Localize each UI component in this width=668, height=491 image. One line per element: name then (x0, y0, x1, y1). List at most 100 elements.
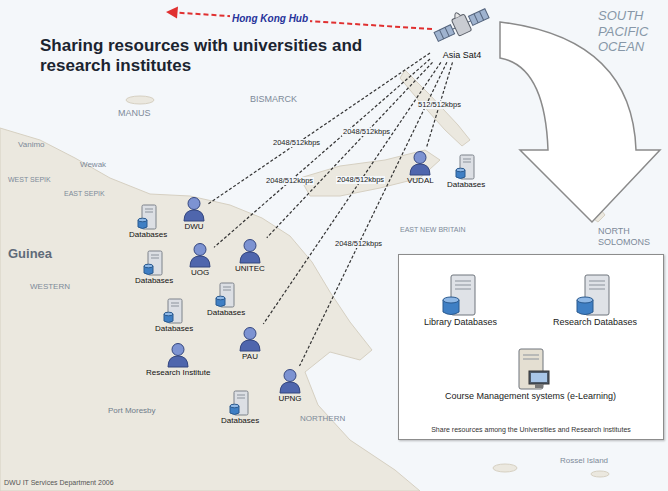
elearning-server: Course Management systems (e-Learning) (445, 347, 616, 401)
site-node: Research Institute (146, 342, 210, 377)
node-label: Databases (135, 276, 173, 285)
db-icon (137, 204, 159, 230)
node-label: Databases (129, 230, 167, 239)
bigdb-icon (575, 273, 615, 317)
db-icon (229, 390, 251, 416)
ocean-label: SOUTH PACIFIC OCEAN (598, 8, 664, 55)
person-icon (238, 326, 262, 352)
map-label: MANUS (118, 108, 151, 119)
hub-label: Hong Kong Hub (230, 13, 310, 25)
db-icon (455, 154, 477, 180)
person-icon (188, 242, 212, 268)
node-label: UNITEC (235, 264, 265, 273)
site-node: UNITEC (235, 238, 265, 273)
person-icon (408, 150, 432, 176)
node-label: PAU (242, 352, 258, 361)
map-label: Guinea (8, 246, 52, 262)
bandwidth-label: 2048/512kbps (336, 176, 385, 184)
db-icon (229, 390, 251, 416)
site-node: PAU (238, 326, 262, 361)
person-icon (166, 342, 190, 368)
satellite-link (267, 62, 433, 237)
panel-caption: Share resources among the Universities a… (403, 426, 659, 434)
map-label: WEST SEPIK (8, 176, 51, 184)
person-icon (278, 368, 302, 394)
db-icon (163, 298, 185, 324)
db-icon (163, 298, 185, 324)
db-icon (143, 250, 165, 276)
map-label: Vanimo (18, 140, 45, 150)
db-icon (215, 282, 237, 308)
node-label: Course Management systems (e-Learning) (445, 391, 616, 401)
node-label: VUDAL (407, 176, 434, 185)
sat-icon (432, 2, 492, 50)
map-label: EAST SEPIK (64, 190, 105, 198)
island (400, 70, 470, 146)
map-label: NORTHERN (300, 414, 345, 424)
node-label: Databases (207, 308, 245, 317)
satellite: Asia Sat4 (432, 2, 492, 60)
site-node: UOG (188, 242, 212, 277)
sat-icon (432, 2, 492, 50)
map-label: WESTERN (30, 282, 70, 292)
bandwidth-label: 512/512kbps (417, 101, 462, 109)
satellite-link (208, 53, 430, 204)
db-icon (455, 154, 477, 180)
bigdb-icon (441, 273, 481, 317)
person-icon (408, 150, 432, 176)
site-node: VUDAL (407, 150, 434, 185)
node-label: Databases (155, 324, 193, 333)
db-icon (215, 282, 237, 308)
database-server: Databases (135, 250, 173, 285)
map-label: EAST NEW BRITAIN (400, 226, 465, 234)
person-icon (188, 242, 212, 268)
db-icon (137, 204, 159, 230)
island (591, 471, 609, 477)
node-label: Research Institute (146, 368, 210, 377)
bigdb-icon (575, 273, 615, 317)
library-server: Library Databases (424, 273, 497, 327)
bandwidth-label: 2048/512kbps (272, 139, 321, 147)
shared-resources-panel: Share resources among the Universities a… (398, 254, 664, 440)
node-label: DWU (184, 222, 203, 231)
map-label: NORTH SOLOMONS (598, 226, 664, 248)
person-icon (238, 238, 262, 264)
node-label: Databases (447, 180, 485, 189)
bigcms-icon (511, 347, 551, 391)
bigdb-icon (441, 273, 481, 317)
island (300, 150, 440, 196)
mainland (0, 128, 420, 491)
credit-note: DWU IT Services Department 2006 (4, 479, 114, 487)
node-label: Library Databases (424, 317, 497, 327)
node-label: Databases (221, 416, 259, 425)
db-icon (143, 250, 165, 276)
map-label: Port Moresby (108, 406, 156, 416)
person-icon (238, 238, 262, 264)
satellite-link (214, 59, 430, 247)
database-server: Databases (207, 282, 245, 317)
map-label: BISMARCK (250, 94, 297, 105)
node-label: UOG (191, 268, 209, 277)
database-server: Databases (129, 204, 167, 239)
island (126, 96, 154, 104)
research-server: Research Databases (553, 273, 637, 327)
node-label: Asia Sat4 (443, 50, 482, 60)
node-label: UPNG (278, 394, 301, 403)
bandwidth-label: 2048/512kbps (334, 240, 383, 248)
map-label: Rossel Island (560, 456, 608, 466)
title: Sharing resources with universities and … (40, 36, 385, 77)
map-label: Wewak (80, 160, 106, 170)
database-server: Databases (155, 298, 193, 333)
database-server: Databases (447, 154, 485, 189)
bandwidth-label: 2048/512kbps (342, 128, 391, 136)
hub-link (176, 13, 432, 29)
node-label: Research Databases (553, 317, 637, 327)
hub-arrowhead (166, 7, 178, 19)
person-icon (278, 368, 302, 394)
site-node: DWU (182, 196, 206, 231)
person-icon (238, 326, 262, 352)
island (493, 464, 517, 472)
bandwidth-label: 2048/512kbps (265, 177, 314, 185)
database-server: Databases (221, 390, 259, 425)
person-icon (182, 196, 206, 222)
